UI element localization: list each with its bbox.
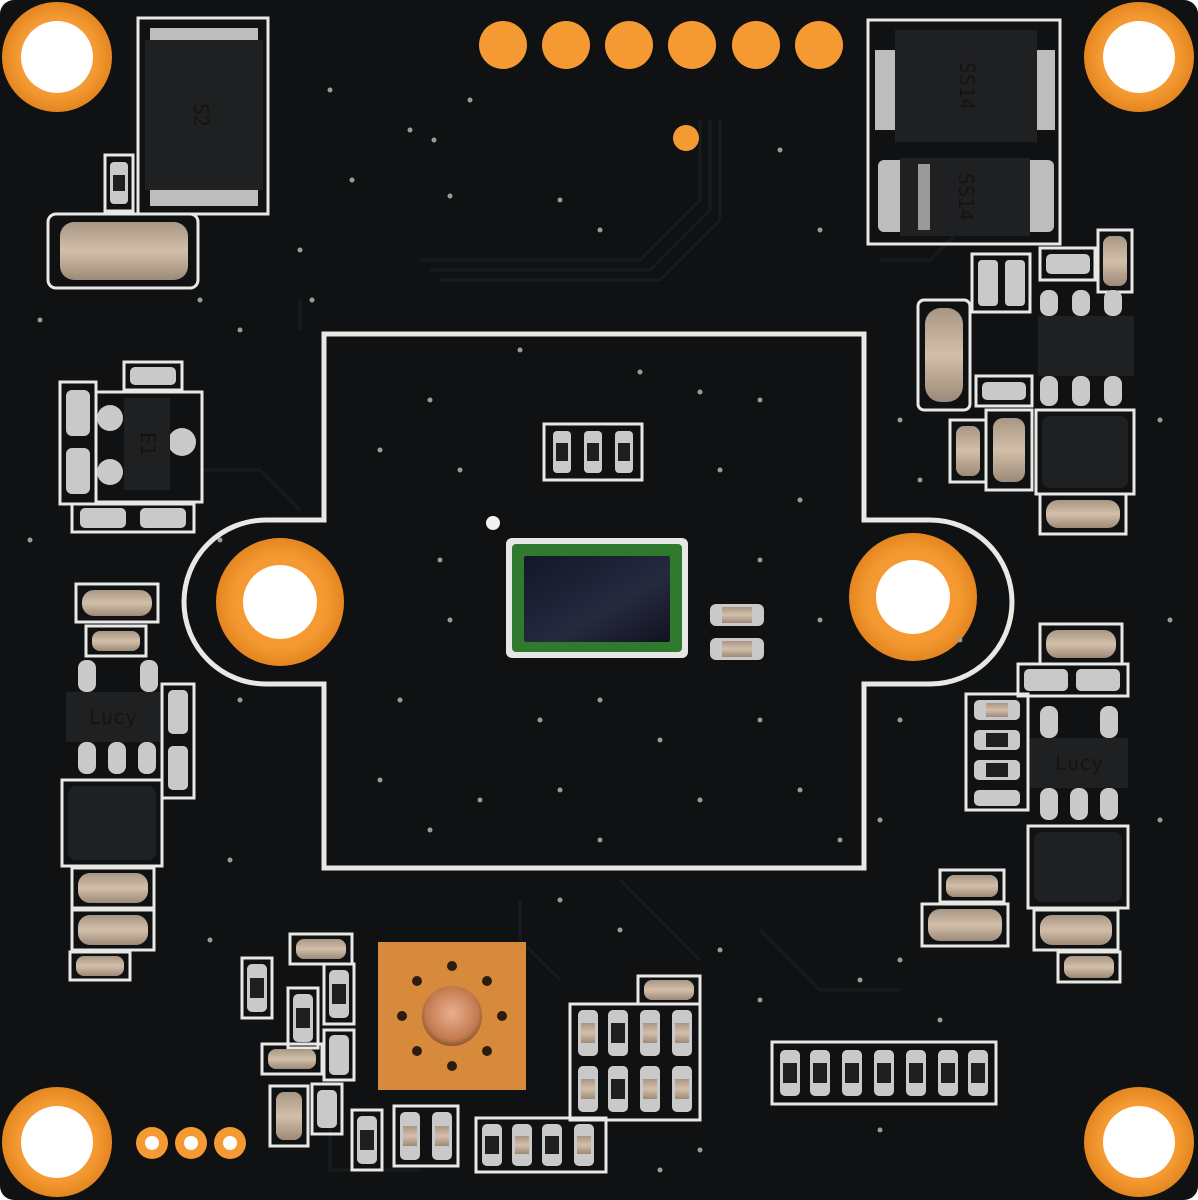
diode-right-top-marking: SS14 [955,62,979,110]
resistor-row-bottom-right [770,1040,998,1106]
regulator-right: Lucy [920,622,1130,984]
resistor-array-bottom [568,974,702,1122]
diode-right: SS14 SS14 [866,18,1062,246]
diode-left-marking: S2 [189,103,213,127]
top-header-pads [479,21,843,151]
header-pad-icon [542,21,590,69]
test-pad-icon [673,125,699,151]
header-pad-icon [605,21,653,69]
regulator-left: Lucy [60,582,196,982]
diode-left: S2 [46,16,270,290]
lens-mount-holes [216,533,977,666]
bottom-header-pads [136,1127,246,1159]
vias [27,87,1173,1173]
regulator-right-marking: Lucy [1055,751,1103,775]
transistor-left-marking: E1 [136,432,160,456]
header-pad-icon [479,21,527,69]
image-sensor-icon [486,516,688,658]
regulator-left-marking: Lucy [89,705,137,729]
diode-right-bottom-marking: SS14 [954,173,978,221]
header-pad-icon [668,21,716,69]
header-pad-icon [732,21,780,69]
traces [200,120,962,1172]
sensor-decoupling [542,422,764,660]
lens-mount-outline [181,331,1015,871]
transistor-left: E1 [58,360,204,534]
bottom-left-passives [240,932,608,1174]
header-pad-icon [795,21,843,69]
ground-pad [378,942,526,1090]
regulator-top-right [916,228,1136,536]
